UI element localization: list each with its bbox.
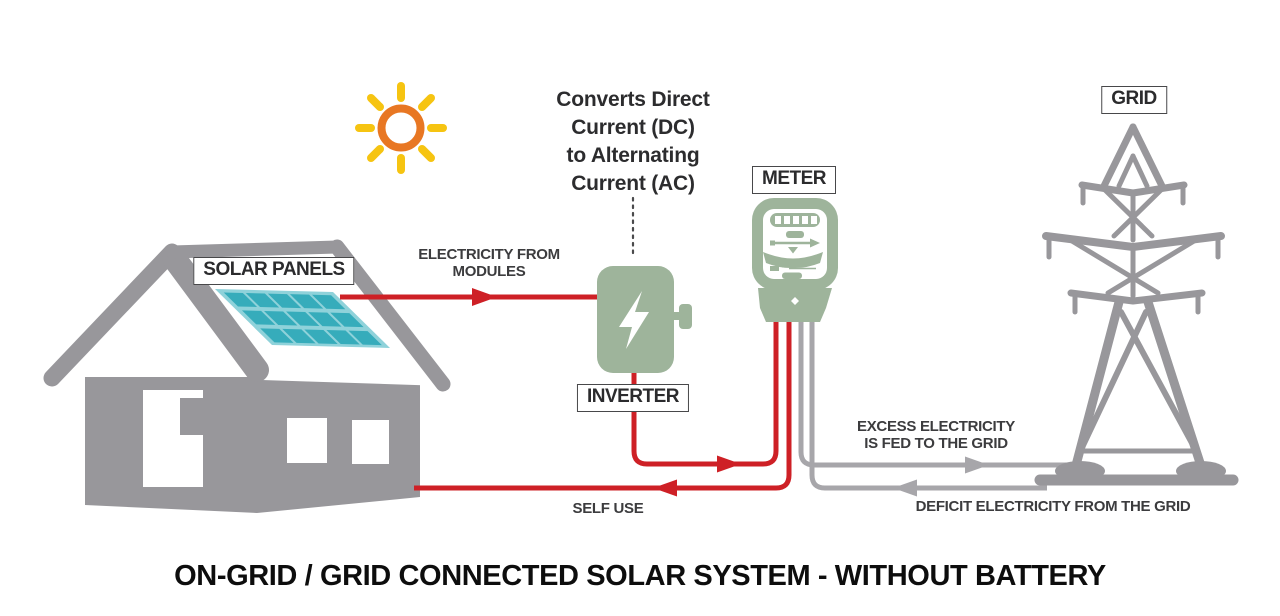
transmission-tower-icon — [1034, 123, 1239, 486]
sun-icon — [355, 82, 447, 174]
house-icon — [43, 239, 451, 513]
wire-panel-to-inverter — [340, 288, 597, 306]
flow-label-excess-electricity: EXCESS ELECTRICITY IS FED TO THE GRID — [857, 418, 1015, 452]
arrow-right-icon — [472, 288, 497, 306]
solar-panel-icon — [215, 289, 390, 348]
house-window — [287, 418, 327, 463]
inverter-label: INVERTER — [576, 384, 690, 412]
wire-inverter-to-meter — [631, 310, 779, 473]
meter-label: METER — [752, 166, 836, 194]
lightning-bolt-icon — [619, 291, 649, 349]
electric-meter-icon — [752, 198, 838, 322]
flow-label-deficit-electricity: DEFICIT ELECTRICITY FROM THE GRID — [915, 498, 1191, 515]
grid-label: GRID — [1101, 86, 1167, 114]
flow-label-electricity-from-modules: ELECTRICITY FROM MODULES — [418, 246, 560, 280]
arrow-right-icon — [717, 455, 741, 473]
inverter-description: Converts Direct Current (DC) to Alternat… — [556, 88, 710, 195]
wire-grid-to-meter-deficit — [809, 310, 1047, 497]
inverter-box-icon — [597, 266, 692, 373]
arrow-left-icon — [893, 479, 917, 497]
house-door — [143, 390, 203, 487]
house-window — [352, 420, 389, 464]
diagram-title: ON-GRID / GRID CONNECTED SOLAR SYSTEM - … — [174, 560, 1106, 592]
flow-label-self-use: SELF USE — [572, 500, 644, 517]
arrow-left-icon — [653, 479, 677, 497]
arrow-right-icon — [965, 456, 989, 474]
solar-panels-label: SOLAR PANELS — [193, 257, 355, 285]
wire-meter-to-house-self-use — [414, 310, 792, 497]
